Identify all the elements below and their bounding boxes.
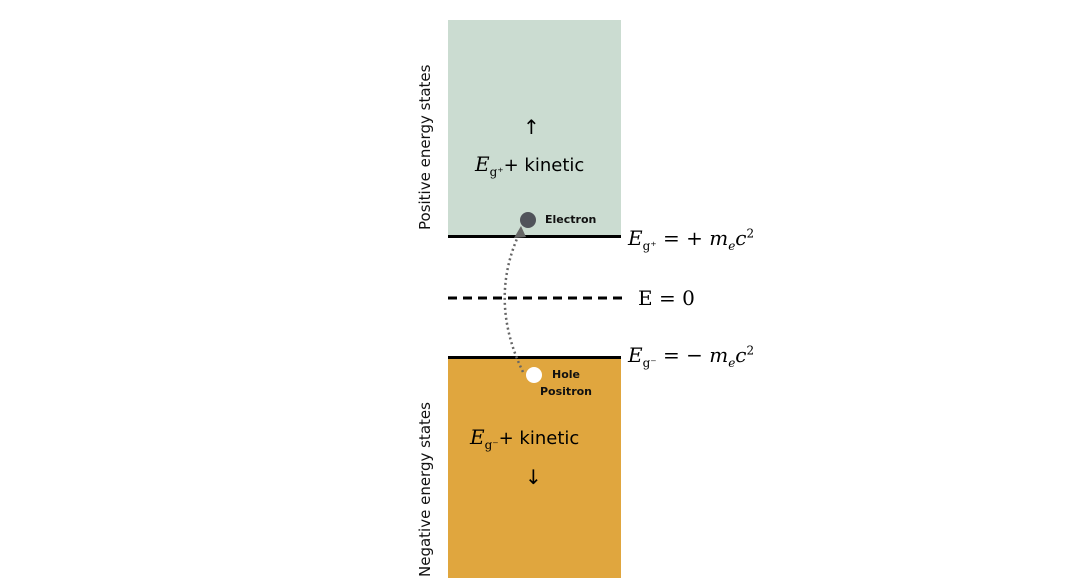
negative-states-label: Negative energy states	[416, 402, 434, 577]
negative-gap-edge-line	[448, 356, 621, 359]
positive-kinetic-label: Eg⁺+ kinetic	[475, 152, 585, 179]
positive-states-label: Positive energy states	[416, 64, 434, 230]
electron-label: Electron	[545, 213, 597, 226]
arrowhead-icon	[514, 226, 526, 238]
negative-energy-band	[448, 358, 621, 578]
positive-energy-band	[448, 20, 621, 237]
hole-label: Hole	[552, 368, 580, 381]
electron-dot	[520, 212, 536, 228]
negative-kinetic-label: Eg⁻+ kinetic	[470, 425, 580, 452]
hole-dot	[526, 367, 542, 383]
eg-plus-equation: Eg⁺ = + mec2	[628, 226, 755, 253]
positron-label: Positron	[540, 385, 593, 398]
transition-dotted-arrow	[503, 231, 525, 373]
positive-gap-edge-line	[448, 235, 621, 238]
eg-minus-equation: Eg⁻ = − mec2	[628, 343, 755, 370]
up-arrow-icon: ↑	[523, 115, 540, 139]
zero-energy-equation: E = 0	[638, 286, 695, 310]
down-arrow-icon: ↓	[525, 465, 542, 489]
